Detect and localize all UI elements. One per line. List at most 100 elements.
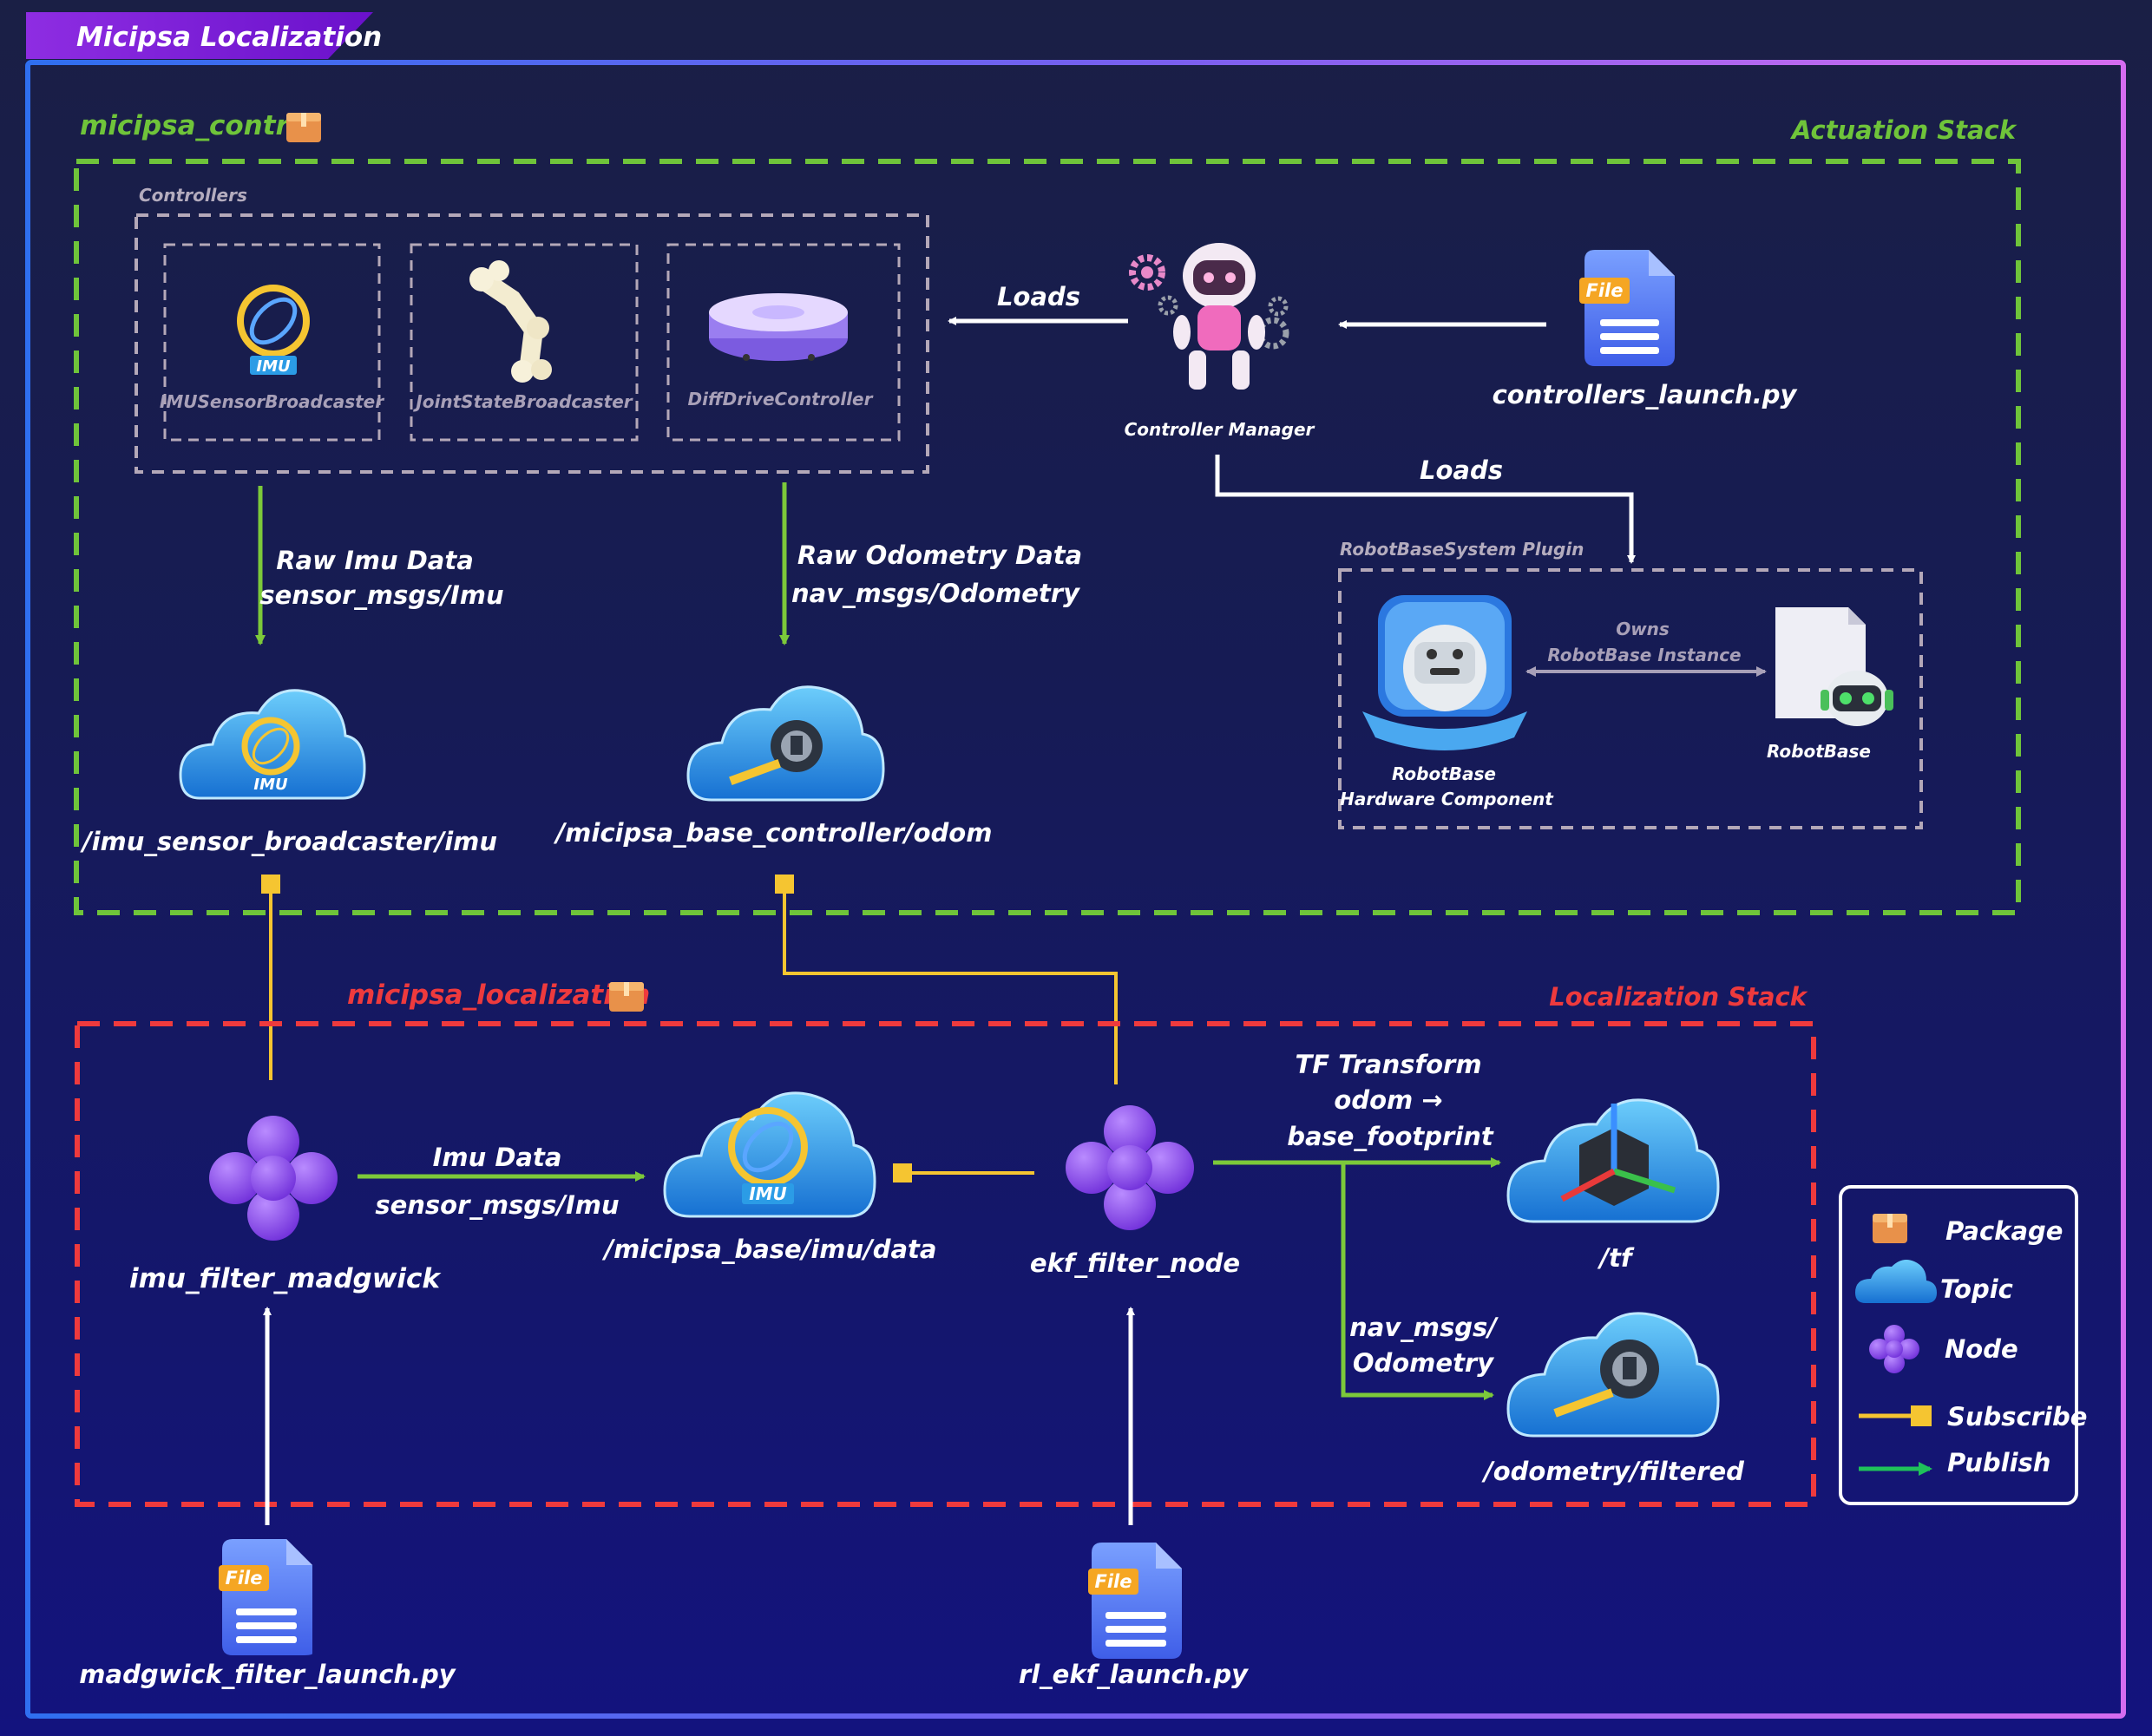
madgwick-launch-label: madgwick_filter_launch.py bbox=[79, 1660, 456, 1689]
controller-manager-label: Controller Manager bbox=[1125, 419, 1315, 440]
svg-text:IMU: IMU bbox=[749, 1183, 787, 1204]
tf-label-2: odom → bbox=[1334, 1085, 1442, 1115]
actuation-package-label: micipsa_control bbox=[80, 110, 317, 141]
localization-stack-label: Localization Stack bbox=[1549, 982, 1808, 1012]
topic-label: /odometry/filtered bbox=[1481, 1457, 1744, 1486]
nav-msgs-label: nav_msgs/ bbox=[1349, 1313, 1499, 1342]
controllers-group bbox=[134, 213, 929, 474]
package-icon bbox=[609, 982, 644, 1012]
package-icon bbox=[286, 113, 321, 142]
file-icon[interactable]: File bbox=[1579, 250, 1675, 366]
subscribe-odom-line bbox=[783, 885, 1118, 1084]
robot-vacuum-icon bbox=[709, 293, 848, 361]
node-icon bbox=[1066, 1105, 1194, 1230]
imu-icon: IMU bbox=[728, 1107, 808, 1204]
topic-base-controller-odom[interactable]: /micipsa_base_controller/odom bbox=[554, 685, 993, 848]
topic-label: /micipsa_base/imu/data bbox=[602, 1235, 937, 1264]
svg-text:File: File bbox=[1586, 280, 1624, 301]
controller-label: JointStateBroadcaster bbox=[412, 391, 633, 412]
node-icon bbox=[1869, 1325, 1919, 1373]
plugin-label: RobotBaseSystem Plugin bbox=[1340, 539, 1584, 560]
bone-icon bbox=[469, 260, 552, 383]
topic-odometry-filtered[interactable]: /odometry/filtered bbox=[1481, 1312, 1744, 1486]
publish-odometry-arrow bbox=[1341, 1163, 1494, 1400]
raw-imu-label: Raw Imu Data bbox=[276, 546, 474, 575]
controller-label: DiffDriveController bbox=[688, 389, 874, 409]
loads-label: Loads bbox=[997, 282, 1080, 311]
localization-stack-box bbox=[75, 1021, 1816, 1507]
svg-text:IMU: IMU bbox=[253, 776, 288, 794]
controller-manager[interactable]: Controller Manager bbox=[1125, 243, 1315, 440]
tf-label: TF Transform bbox=[1295, 1050, 1481, 1079]
actuation-stack-box bbox=[74, 159, 2021, 915]
file-icon[interactable]: File bbox=[1088, 1543, 1182, 1659]
hw-component-label: RobotBase bbox=[1392, 763, 1496, 784]
legend-label: Package bbox=[1945, 1216, 2063, 1246]
axes-icon bbox=[1560, 1104, 1676, 1206]
topic-imu-sensor-broadcaster[interactable]: IMU /imu_sensor_broadcaster/imu bbox=[80, 689, 497, 856]
loads-arrow-plugin bbox=[1215, 455, 1636, 564]
tape-measure-icon bbox=[1553, 1340, 1659, 1418]
legend-label: Node bbox=[1945, 1334, 2018, 1364]
svg-text:File: File bbox=[1095, 1571, 1132, 1592]
tf-label-3: base_footprint bbox=[1287, 1122, 1494, 1151]
node-label: ekf_filter_node bbox=[1030, 1248, 1240, 1278]
subscribe-marker bbox=[775, 875, 794, 894]
file-icon[interactable]: File bbox=[219, 1539, 312, 1655]
imu-icon: IMU bbox=[241, 717, 300, 794]
outer-frame bbox=[25, 60, 2126, 1719]
hardware-component[interactable]: RobotBase Hardware Component bbox=[1340, 595, 1554, 809]
legend-item-topic: Topic bbox=[1855, 1260, 2013, 1304]
topic-label: /imu_sensor_broadcaster/imu bbox=[80, 827, 497, 856]
title-tab: Micipsa Localization bbox=[26, 12, 382, 59]
controller-joint-state-broadcaster[interactable]: JointStateBroadcaster bbox=[410, 243, 639, 442]
topic-label: /tf bbox=[1597, 1243, 1634, 1273]
svg-text:IMU: IMU bbox=[256, 357, 291, 376]
controller-diff-drive[interactable]: DiffDriveController bbox=[666, 243, 901, 442]
controllers-group-label: Controllers bbox=[139, 185, 247, 206]
cloud-icon bbox=[1855, 1260, 1937, 1303]
robot-icon bbox=[1173, 243, 1265, 390]
legend-item-package: Package bbox=[1873, 1214, 2063, 1246]
legend-item-node: Node bbox=[1869, 1325, 2018, 1373]
plugin-group bbox=[1338, 568, 1923, 829]
nav-msgs-label-2: Odometry bbox=[1353, 1348, 1494, 1378]
node-ekf-filter[interactable]: ekf_filter_node bbox=[1030, 1105, 1240, 1278]
raw-imu-type: sensor_msgs/Imu bbox=[259, 580, 503, 610]
legend-label: Publish bbox=[1947, 1448, 2050, 1477]
raw-odom-type: nav_msgs/Odometry bbox=[791, 579, 1080, 608]
hw-component-label-2: Hardware Component bbox=[1340, 789, 1554, 809]
legend-item-subscribe: Subscribe bbox=[1859, 1402, 2087, 1431]
localization-package-label: micipsa_localization bbox=[347, 979, 650, 1011]
robot-base[interactable]: RobotBase bbox=[1767, 607, 1893, 762]
svg-text:File: File bbox=[226, 1568, 263, 1589]
node-icon bbox=[209, 1116, 338, 1241]
node-imu-filter-madgwick[interactable]: imu_filter_madgwick bbox=[129, 1116, 442, 1294]
owns-label: Owns bbox=[1616, 619, 1670, 639]
legend-label: Topic bbox=[1940, 1274, 2013, 1304]
topic-tf[interactable]: /tf bbox=[1506, 1098, 1720, 1273]
subscribe-marker bbox=[261, 875, 280, 894]
imu-data-label: Imu Data bbox=[433, 1143, 562, 1172]
legend-label: Subscribe bbox=[1947, 1402, 2087, 1431]
controllers-launch-label: controllers_launch.py bbox=[1493, 380, 1798, 409]
loads-label-2: Loads bbox=[1420, 455, 1503, 485]
node-label: imu_filter_madgwick bbox=[129, 1263, 442, 1294]
tape-measure-icon bbox=[729, 720, 823, 785]
subscribe-marker bbox=[893, 1163, 912, 1182]
legend-item-publish: Publish bbox=[1859, 1448, 2050, 1477]
controller-label: IMUSensorBroadcaster bbox=[160, 391, 384, 412]
package-icon bbox=[1873, 1214, 1907, 1243]
actuation-stack-label: Actuation Stack bbox=[1790, 115, 2018, 145]
diagram-title: Micipsa Localization bbox=[76, 22, 382, 53]
robot-base-label: RobotBase bbox=[1767, 741, 1871, 762]
raw-odom-label: Raw Odometry Data bbox=[797, 540, 1082, 570]
controller-imu-sensor-broadcaster[interactable]: IMU IMUSensorBroadcaster bbox=[160, 243, 384, 442]
ekf-launch-label: rl_ekf_launch.py bbox=[1019, 1660, 1249, 1689]
legend: Package Topic Node Subscribe Publish bbox=[1839, 1185, 2087, 1505]
topic-label: /micipsa_base_controller/odom bbox=[554, 818, 993, 848]
imu-data-type: sensor_msgs/Imu bbox=[375, 1190, 619, 1220]
topic-base-imu-data[interactable]: IMU /micipsa_base/imu/data bbox=[602, 1091, 937, 1264]
